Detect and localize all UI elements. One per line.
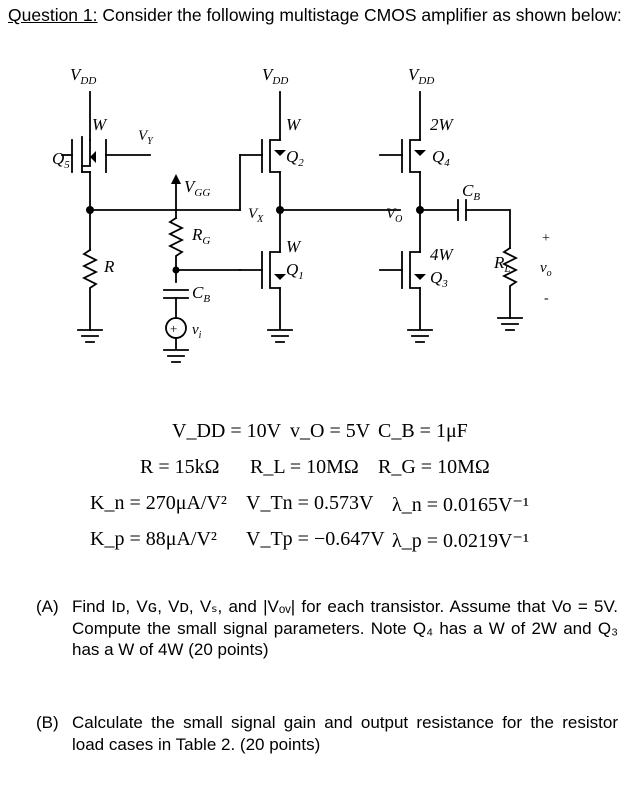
ground-q1 [267, 287, 293, 343]
q2-channel [269, 139, 281, 173]
node-vx [276, 206, 284, 214]
vi-plus-sign: + [170, 321, 177, 336]
q1-width: W [286, 237, 302, 256]
circuit-diagram: VDD VDD VDD W W 2W W 4W Q5 Q2 Q4 Q1 Q3 V… [52, 65, 552, 363]
vdd-label-3: VDD [408, 65, 434, 87]
param-vo: v_O = 5V [290, 420, 371, 442]
q3-channel [409, 251, 421, 289]
r-label: R [103, 257, 115, 276]
q2-arrow [274, 150, 286, 156]
resistor-rl [501, 246, 519, 319]
part-a-text: Find Iᴅ, Vɢ, Vᴅ, Vₛ, and |Vₒᵥ| for each … [72, 597, 618, 659]
q2-width: W [286, 115, 302, 134]
ground-q3 [407, 287, 433, 343]
ground-r [77, 329, 103, 343]
param-vdd: V_DD = 10V [172, 420, 282, 442]
param-lambda-n: λ_n = 0.0165V⁻¹ [392, 494, 529, 516]
cb-out-label: CB [462, 181, 480, 203]
rg-label: RG [191, 225, 210, 247]
param-kn: K_n = 270μA/V² [90, 492, 227, 514]
q4-channel [409, 139, 421, 173]
vgg-arrow [171, 174, 181, 184]
capacitor-cb-in [163, 289, 189, 299]
part-a-label: (A) [36, 597, 59, 616]
plus-sign: + [542, 231, 550, 246]
vi-label: vi [192, 322, 202, 341]
q1-label: Q1 [286, 260, 304, 282]
q5-width: W [92, 115, 108, 134]
q4-arrow [414, 150, 426, 156]
vo-node-label: VO [386, 206, 402, 225]
param-kp: K_p = 88μA/V² [90, 528, 217, 550]
param-lambda-p: λ_p = 0.0219V⁻¹ [392, 530, 529, 552]
q4-label: Q4 [432, 147, 450, 169]
vgg-label: VGG [184, 177, 210, 199]
q3-label: Q3 [430, 268, 448, 290]
cb-in-label: CB [192, 283, 210, 305]
part-b-text: Calculate the small signal gain and outp… [72, 713, 618, 754]
q5-arrow [90, 151, 96, 163]
question-text: Consider the following multistage CMOS a… [97, 5, 622, 25]
question-title: Question 1: Consider the following multi… [8, 4, 628, 27]
q1-arrow [274, 274, 286, 280]
q1-channel [269, 251, 281, 289]
wire-q5-drain [81, 139, 91, 167]
vo-output-label: vo [540, 260, 552, 279]
param-vtp: V_Tp = −0.647V [246, 528, 385, 550]
param-cb: C_B = 1μF [378, 420, 468, 442]
param-rl: R_L = 10MΩ [250, 456, 359, 478]
ground-rl [497, 317, 523, 331]
vdd-label-2: VDD [262, 65, 288, 87]
minus-sign: - [544, 291, 549, 306]
vx-label: VX [248, 206, 264, 225]
capacitor-cb-out [457, 199, 467, 221]
ground-vi [163, 337, 189, 363]
q3-arrow [414, 274, 426, 280]
vy-label: VY [138, 128, 154, 147]
param-r: R = 15kΩ [140, 456, 220, 478]
param-vtn: V_Tn = 0.573V [246, 492, 374, 514]
node-vo [416, 206, 424, 214]
q5-label: Q5 [52, 149, 70, 171]
part-b-label: (B) [36, 713, 59, 732]
resistor-rg [167, 216, 185, 271]
q4-width: 2W [430, 115, 455, 134]
vdd-label-1: VDD [70, 65, 96, 87]
node-stage1 [86, 206, 94, 214]
param-rg: R_G = 10MΩ [378, 456, 490, 478]
rl-label: RL [493, 253, 511, 275]
question-heading: Question 1: [8, 5, 98, 25]
resistor-r [81, 248, 99, 331]
node-input [172, 266, 180, 274]
q3-width: 4W [430, 245, 455, 264]
q2-label: Q2 [286, 147, 304, 169]
